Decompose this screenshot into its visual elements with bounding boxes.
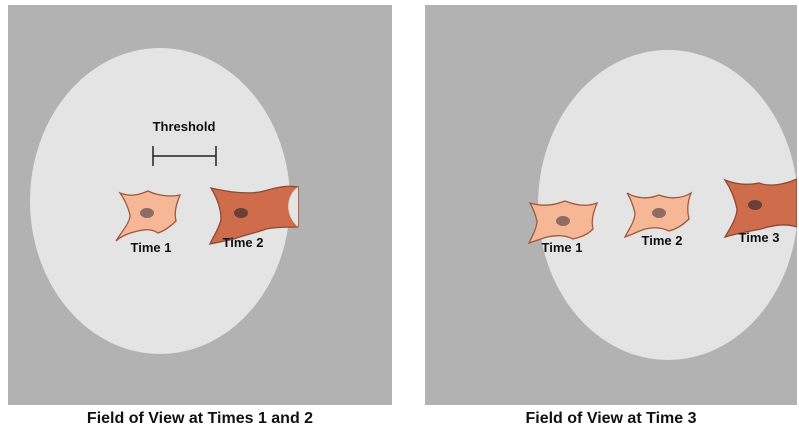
cell-label-time-2: Time 2 [642,233,683,248]
threshold-label: Threshold [153,119,216,134]
cell-time-1 [527,200,599,245]
cell-time-3 [723,178,797,239]
nucleus [556,216,570,226]
cell-time-2 [208,185,299,245]
field-of-view-panel-time-3: Time 1 Time 2 Time 3 [425,5,797,405]
threshold-marker [152,146,217,166]
cell-edge-notch [288,187,298,227]
caption-times-1-2: Field of View at Times 1 and 2 [86,410,314,427]
cell-time-2 [623,191,693,239]
nucleus [140,208,154,218]
cell-label-time-1: Time 1 [131,240,172,255]
nucleus [652,208,666,218]
nucleus [748,200,762,210]
cell-label-time-2: Time 2 [223,235,264,250]
cell-time-1 [115,190,182,242]
panel-left-svg: Threshold Time 1 Time 2 [30,48,299,354]
field-of-view-panel-times-1-2: Threshold Time 1 Time 2 [8,5,392,405]
caption-time-3: Field of View at Time 3 [525,410,697,427]
panel-right-svg: Time 1 Time 2 Time 3 [527,50,797,360]
nucleus [234,208,248,218]
cell-label-time-1: Time 1 [542,240,583,255]
cell-label-time-3: Time 3 [739,230,780,245]
